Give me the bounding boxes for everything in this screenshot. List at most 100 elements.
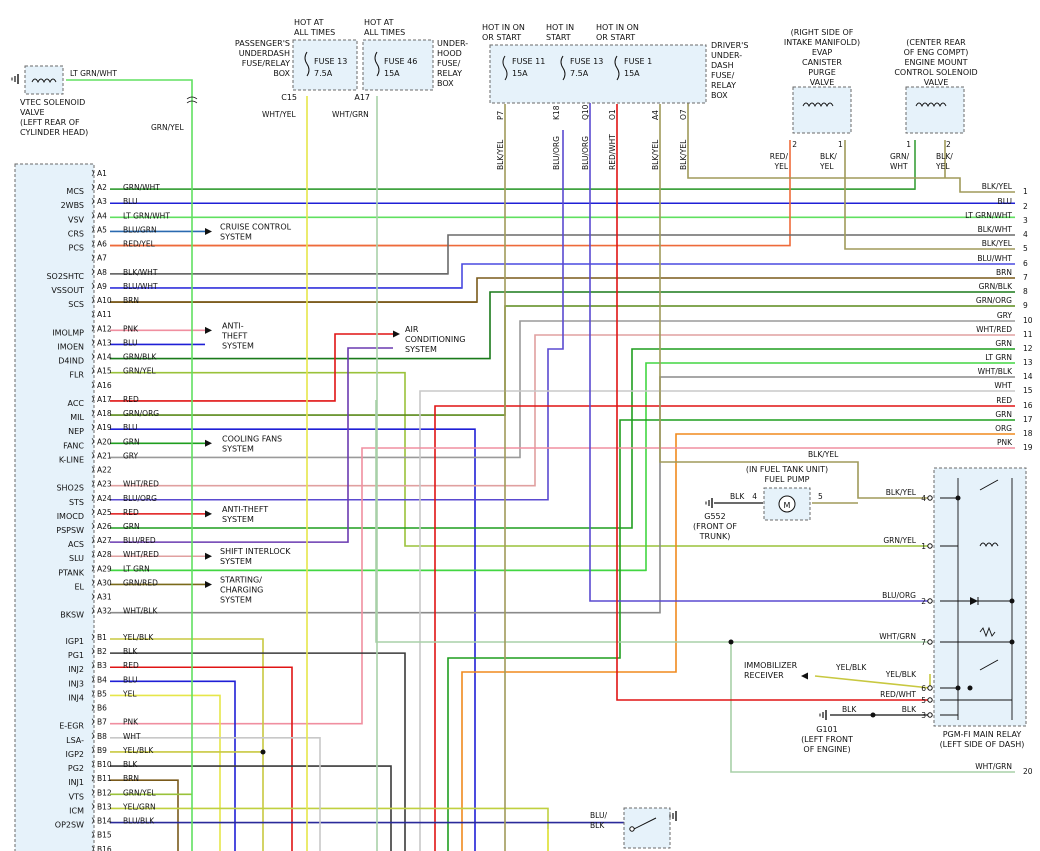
driver-box-title: BOX: [711, 91, 728, 100]
wire-blk-yel: [659, 104, 930, 499]
ecm-signal-label: SHO2S: [56, 484, 84, 493]
terminal-wire-label: LT GRN: [985, 353, 1012, 362]
ecm-wire-label: PNK: [123, 718, 139, 727]
pin-bracket: [91, 353, 94, 360]
relay-wire-label: BLK: [902, 705, 917, 714]
vtec-label: VTEC SOLENOID: [20, 98, 85, 107]
terminal-number: 3: [1023, 216, 1028, 225]
ecm-pin-label: A24: [97, 494, 112, 503]
ecm-pin-label: B15: [97, 831, 112, 840]
ecm-signal-label: OP2SW: [55, 821, 84, 830]
ecm-pin-label: B16: [97, 845, 112, 851]
pin-bracket: [91, 789, 94, 796]
terminal-number: 14: [1023, 372, 1033, 381]
ecm-signal-label: D4IND: [58, 357, 84, 366]
relay-junction-dot: [1009, 639, 1015, 645]
driver-box-pin: K18: [552, 105, 561, 120]
driver-box-pin: P7: [496, 110, 505, 120]
relay-pin-label: 6: [921, 684, 926, 693]
pin-bracket: [91, 325, 94, 332]
pin-bracket: [91, 268, 94, 276]
ecm-wire-label: WHT/RED: [123, 550, 159, 559]
ecm-wire-label: BLU: [123, 197, 137, 206]
pin-label: 5: [818, 492, 823, 501]
driver-box-title: FUSE/: [711, 71, 735, 80]
relay-junction-dot: [955, 685, 961, 691]
terminal-number: 18: [1023, 429, 1033, 438]
relay-pin-label: 7: [921, 638, 926, 647]
system-label: SHIFT INTERLOCK: [220, 547, 291, 556]
wire-blk-wht: [110, 234, 1015, 275]
wire-label: BLK/YEL: [808, 450, 839, 459]
underhood-box-title: HOOD: [437, 49, 462, 58]
terminal-wire-label: PNK: [997, 438, 1013, 447]
ecm-wire-label: BLU: [123, 675, 137, 684]
g101-label: G101: [816, 725, 837, 734]
ecm-wire-label: GRN/BLK: [123, 353, 157, 362]
fuse-label: FUSE 13: [314, 57, 347, 66]
solenoid-coil-icon: [915, 102, 947, 108]
hot-at-all-times-label: HOT AT: [294, 18, 324, 27]
wire-blu-wht: [110, 263, 1015, 289]
evap-wire-label: YEL: [774, 162, 789, 171]
ecm-pin-label: A2: [97, 183, 107, 192]
ecm-wire-label: BLU/RED: [123, 536, 156, 545]
pin-bracket: [91, 169, 94, 177]
relay-pin-label: 4: [921, 494, 926, 503]
terminal-number: 8: [1023, 287, 1028, 296]
passenger-box-title: PASSENGER'S: [235, 39, 290, 48]
arrow-icon: [205, 227, 212, 235]
ecm-pin-label: B14: [97, 817, 112, 826]
system-label: CRUISE CONTROL: [220, 222, 292, 231]
text-layer: A1A2A3A4A5A6A7A8A9A10A11A12A13A14A15A16A…: [11, 18, 1033, 851]
terminal-number: 17: [1023, 415, 1033, 424]
engine-mount-wire-label: WHT: [890, 162, 908, 171]
component-layer: [14, 39, 1027, 851]
g552-label: (FRONT OF: [693, 522, 737, 531]
passenger-box-title: BOX: [273, 69, 290, 78]
relay-wire-label: BLU/ORG: [882, 591, 916, 600]
passenger-box-title: UNDERDASH: [239, 49, 290, 58]
ecm-signal-label: FANC: [63, 441, 84, 450]
pin-bracket: [91, 494, 94, 502]
pin-bracket: [91, 282, 94, 290]
engine-mount-label: OF ENG COMPT): [904, 48, 969, 57]
ecm-signal-label: K-LINE: [59, 455, 84, 464]
ecm-signal-label: PTANK: [58, 568, 85, 577]
terminal-ring: [927, 685, 933, 691]
driver-box-wire-label: BLK/YEL: [651, 139, 660, 170]
relay-switch-icon: [979, 479, 999, 491]
vtec-label: CYLINDER HEAD): [20, 128, 88, 137]
ecm-pin-label: A22: [97, 466, 112, 475]
ecm-pin-label: A20: [97, 437, 112, 446]
connector-label: C15: [281, 93, 297, 102]
hot-at-all-times-label: ALL TIMES: [294, 28, 335, 37]
solenoid-coil-icon: [802, 102, 834, 108]
pin-bracket: [91, 536, 94, 544]
terminal-wire-label: BLU: [998, 197, 1012, 206]
ecm-pin-label: B12: [97, 788, 112, 797]
pin-bracket: [91, 310, 94, 318]
g101-label: (LEFT FRONT: [801, 735, 853, 744]
pin-bracket: [91, 212, 94, 219]
evap-wire-label: BLK/: [820, 152, 837, 161]
ecm-signal-label: FLR: [69, 371, 84, 380]
ecm-signal-label: ICM: [69, 806, 84, 815]
relay-wire-label: BLK/YEL: [886, 488, 917, 497]
pin-bracket: [91, 409, 94, 417]
wire-gry: [110, 320, 1015, 459]
wire-yel-blk: [814, 675, 931, 689]
ecm-pin-label: A31: [97, 593, 112, 602]
wire-red-wht: [616, 104, 930, 701]
fuse-amp-label: 15A: [384, 69, 400, 78]
terminal-number: 1: [1023, 187, 1028, 196]
ecm-wire-label: YEL/GRN: [122, 802, 156, 811]
pin-bracket: [91, 226, 94, 233]
ecm-wire-label: YEL/BLK: [122, 746, 154, 755]
immobilizer-label: RECEIVER: [744, 671, 784, 680]
terminal-ring: [927, 598, 933, 604]
wire-blk: [110, 652, 406, 851]
terminal-wire-label: WHT/BLK: [978, 367, 1013, 376]
terminal-wire-label: BRN: [996, 268, 1012, 277]
pin-bracket: [91, 480, 94, 487]
